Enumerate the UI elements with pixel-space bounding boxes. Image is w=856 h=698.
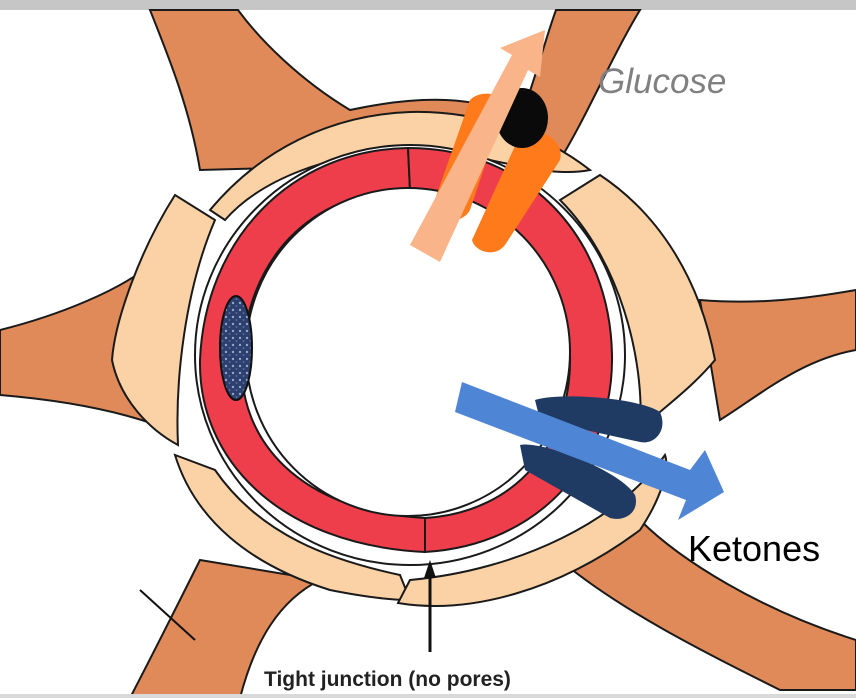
astrocyte-arm-right <box>700 290 856 420</box>
ketones-label: Ketones <box>688 528 820 570</box>
endothelial-ring <box>200 148 612 552</box>
top-bar <box>0 0 856 10</box>
lumen <box>246 188 570 516</box>
bottom-edge <box>0 694 856 698</box>
tight-junction-label: Tight junction (no pores) <box>264 668 511 692</box>
endothelial-nucleus <box>220 296 252 400</box>
glucose-label: Glucose <box>598 62 726 102</box>
